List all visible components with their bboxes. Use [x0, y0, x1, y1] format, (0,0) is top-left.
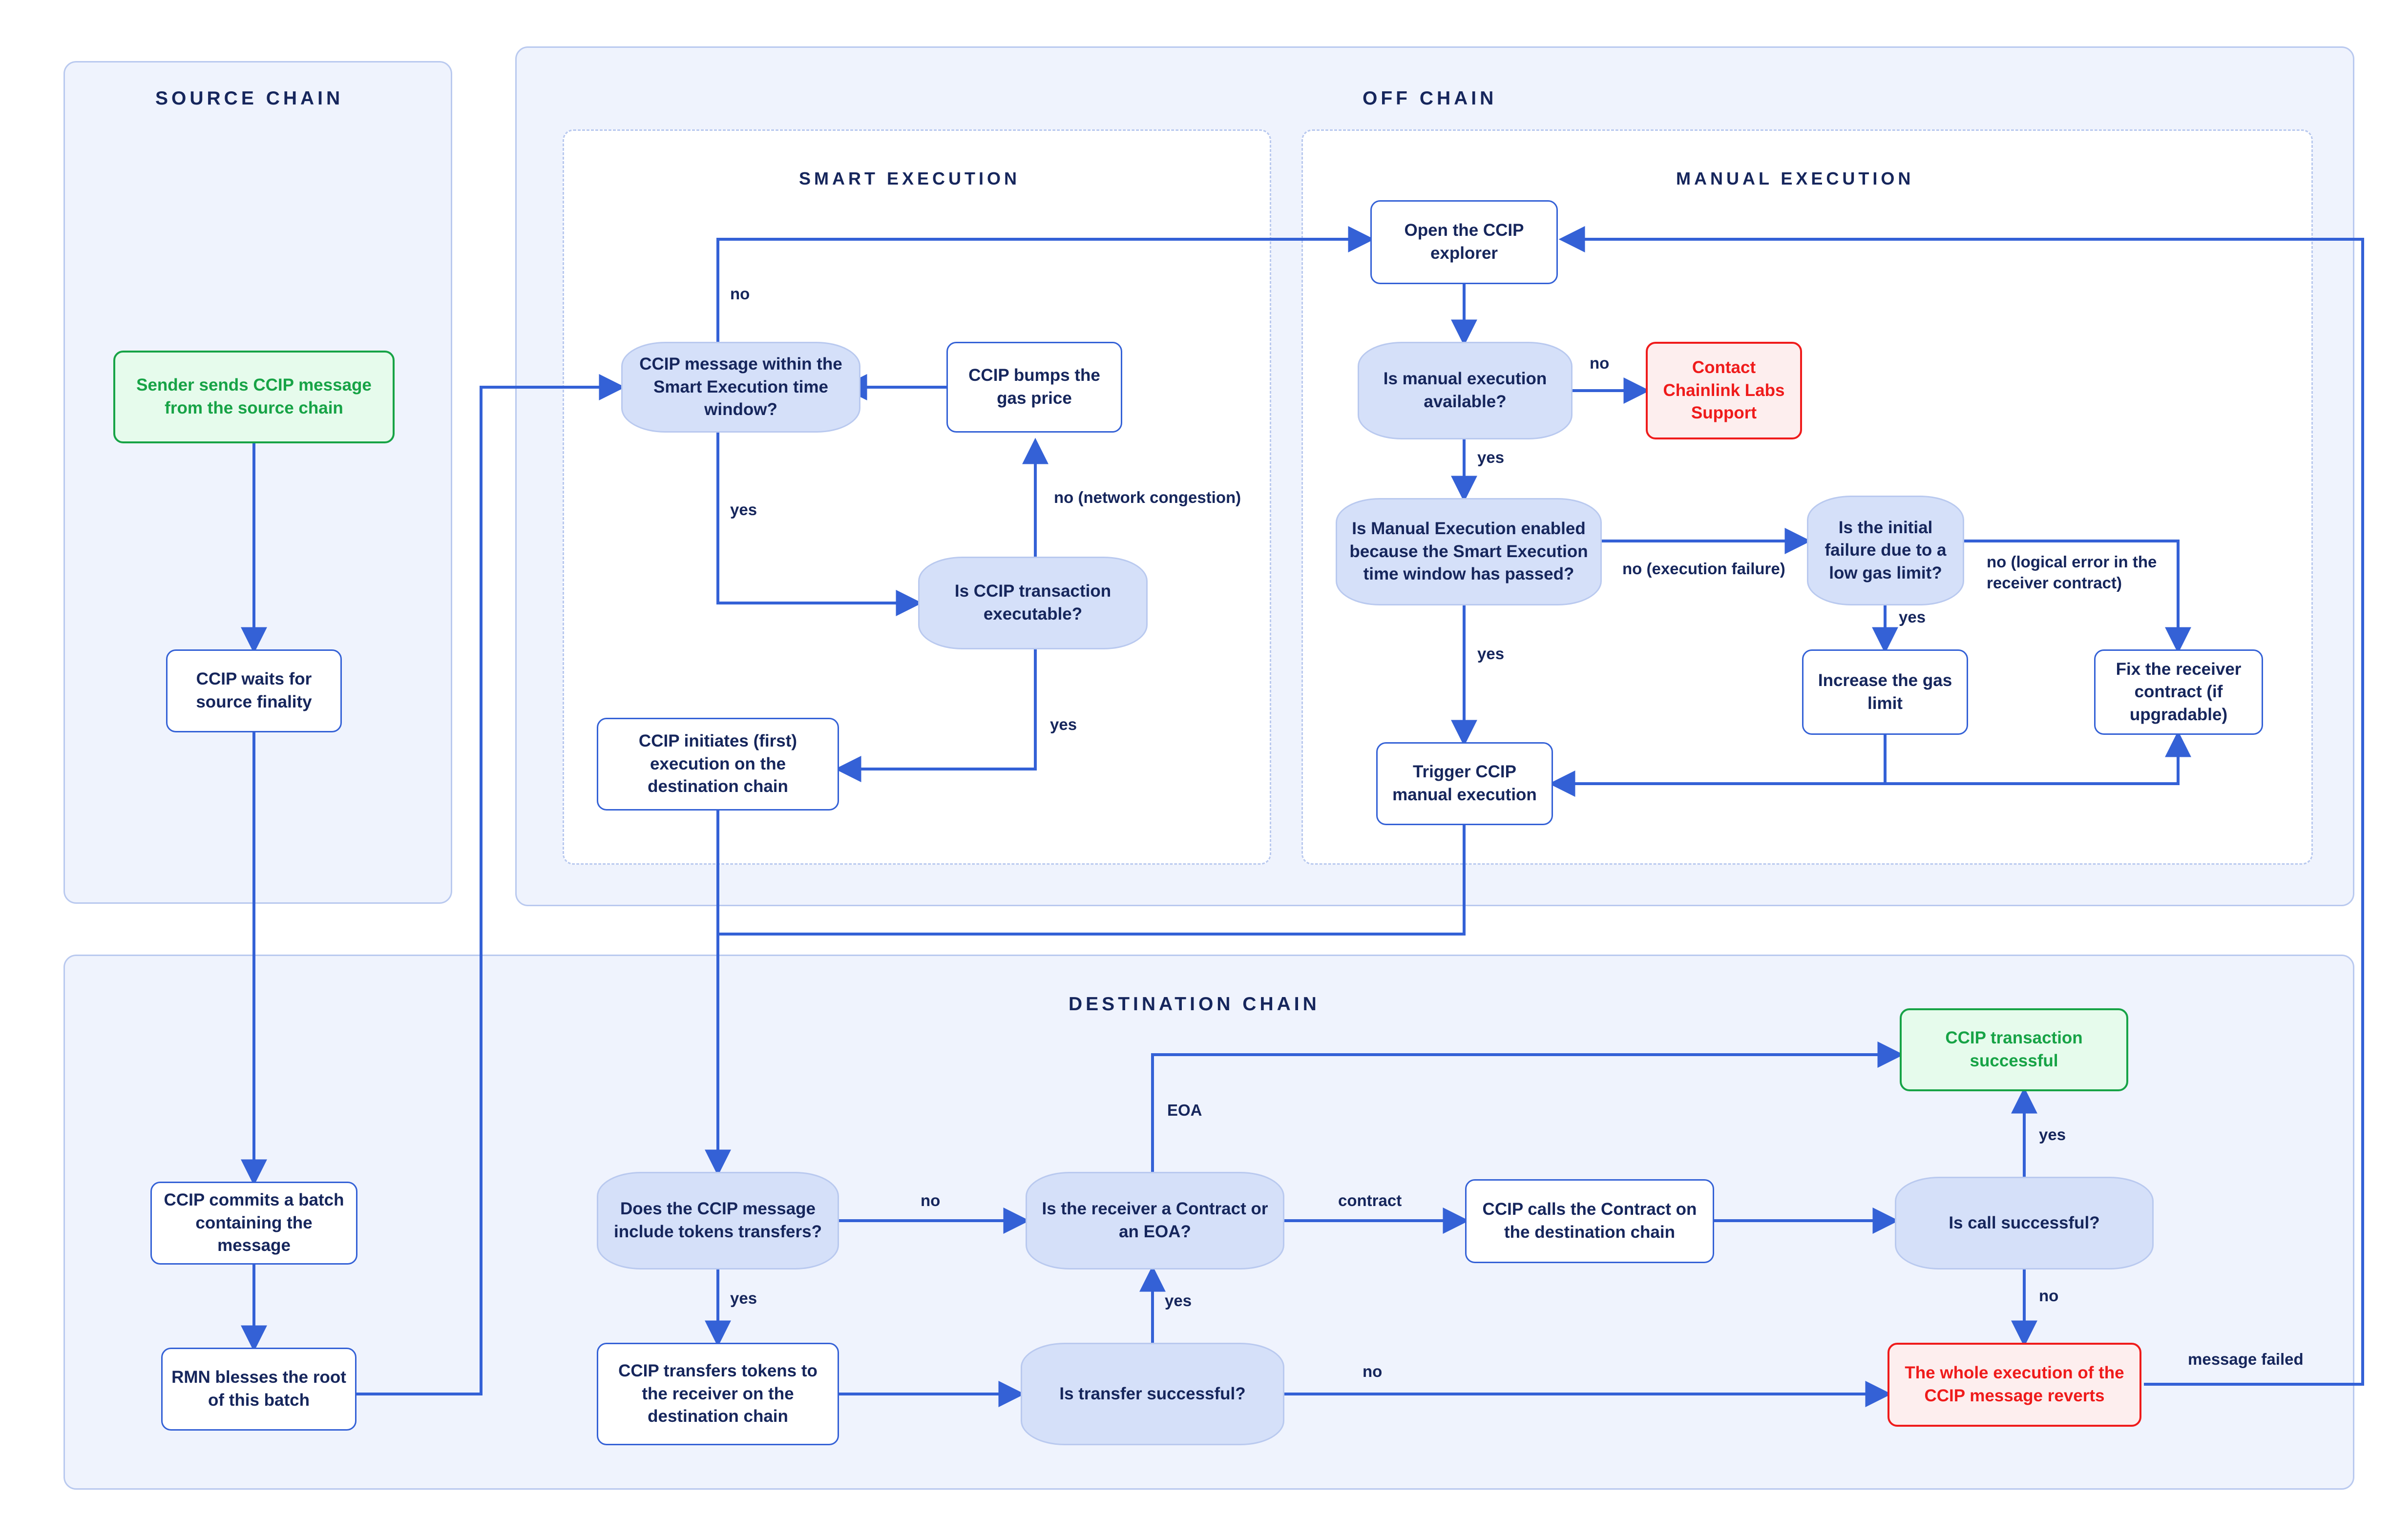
node-ccip-initiates-execution[interactable]: CCIP initiates (first) execution on the …: [597, 718, 839, 811]
edge-label-receiver-contract: contract: [1338, 1191, 1402, 1209]
node-open-ccip-explorer[interactable]: Open the CCIP explorer: [1370, 200, 1558, 284]
edge-label-manual-available-yes: yes: [1477, 448, 1505, 466]
node-message-within-smart-window[interactable]: CCIP message within the Smart Execution …: [621, 342, 860, 433]
node-ccip-transfers-tokens[interactable]: CCIP transfers tokens to the receiver on…: [597, 1343, 839, 1445]
edge-label-manual-available-no: no: [1590, 354, 1610, 372]
subgroup-manual-execution-title: MANUAL EXECUTION: [1676, 168, 1914, 188]
node-increase-gas-limit[interactable]: Increase the gas limit: [1802, 649, 1968, 735]
edge-label-manual-enabled-yes: yes: [1477, 645, 1505, 663]
edge-label-tokens-no: no: [921, 1191, 941, 1209]
node-rmn-blesses-root[interactable]: RMN blesses the root of this batch: [161, 1348, 357, 1431]
edge-label-transfer-yes: yes: [1165, 1291, 1192, 1310]
node-ccip-waits-finality[interactable]: CCIP waits for source finality: [166, 649, 342, 732]
node-is-receiver-contract-or-eoa[interactable]: Is the receiver a Contract or an EOA?: [1026, 1172, 1284, 1269]
node-contact-chainlink-support[interactable]: Contact Chainlink Labs Support: [1646, 342, 1802, 439]
edge-label-transfer-no: no: [1363, 1362, 1383, 1380]
subgroup-smart-execution-title: SMART EXECUTION: [799, 168, 1021, 188]
node-does-message-include-tokens[interactable]: Does the CCIP message include tokens tra…: [597, 1172, 839, 1269]
edge-label-receiver-eoa: EOA: [1167, 1101, 1202, 1119]
node-ccip-transaction-successful[interactable]: CCIP transaction successful: [1900, 1008, 2128, 1091]
edge-label-call-no: no: [2039, 1287, 2059, 1305]
edge-label-executable-no: no (network congestion): [1054, 488, 1241, 506]
node-fix-receiver-contract[interactable]: Fix the receiver contract (if upgradable…: [2094, 649, 2263, 735]
edge-label-call-yes: yes: [2039, 1125, 2066, 1144]
node-trigger-manual-execution[interactable]: Trigger CCIP manual execution: [1376, 742, 1553, 825]
node-is-call-successful[interactable]: Is call successful?: [1895, 1177, 2154, 1269]
lane-source-chain-title: SOURCE CHAIN: [155, 88, 344, 109]
lane-off-chain-title: OFF CHAIN: [1363, 88, 1497, 109]
lane-source-chain: [63, 61, 452, 904]
node-ccip-calls-contract[interactable]: CCIP calls the Contract on the destinati…: [1465, 1179, 1714, 1263]
node-execution-reverts[interactable]: The whole execution of the CCIP message …: [1888, 1343, 2141, 1427]
edge-label-executable-yes: yes: [1050, 715, 1077, 733]
node-is-ccip-transaction-executable[interactable]: Is CCIP transaction executable?: [918, 557, 1148, 649]
edge-label-gas-limit-yes: yes: [1899, 608, 1926, 626]
node-is-manual-execution-available[interactable]: Is manual execution available?: [1358, 342, 1573, 439]
lane-destination-chain-title: DESTINATION CHAIN: [1069, 994, 1320, 1015]
edge-label-window-no: no: [730, 285, 750, 303]
node-is-failure-due-low-gas-limit[interactable]: Is the initial failure due to a low gas …: [1807, 496, 1964, 605]
node-ccip-commits-batch[interactable]: CCIP commits a batch containing the mess…: [150, 1182, 357, 1265]
edge-label-window-yes: yes: [730, 500, 757, 519]
node-sender-sends-message[interactable]: Sender sends CCIP message from the sourc…: [113, 351, 395, 443]
edge-label-message-failed: message failed: [2188, 1350, 2304, 1368]
edge-label-tokens-yes: yes: [730, 1289, 757, 1307]
node-is-manual-execution-enabled[interactable]: Is Manual Execution enabled because the …: [1336, 498, 1602, 605]
node-ccip-bumps-gas-price[interactable]: CCIP bumps the gas price: [946, 342, 1122, 433]
edge-label-gas-limit-no: no (logical error in the receiver contra…: [1987, 553, 2157, 592]
node-is-transfer-successful[interactable]: Is transfer successful?: [1021, 1343, 1284, 1445]
edge-label-manual-enabled-no: no (execution failure): [1622, 560, 1785, 578]
